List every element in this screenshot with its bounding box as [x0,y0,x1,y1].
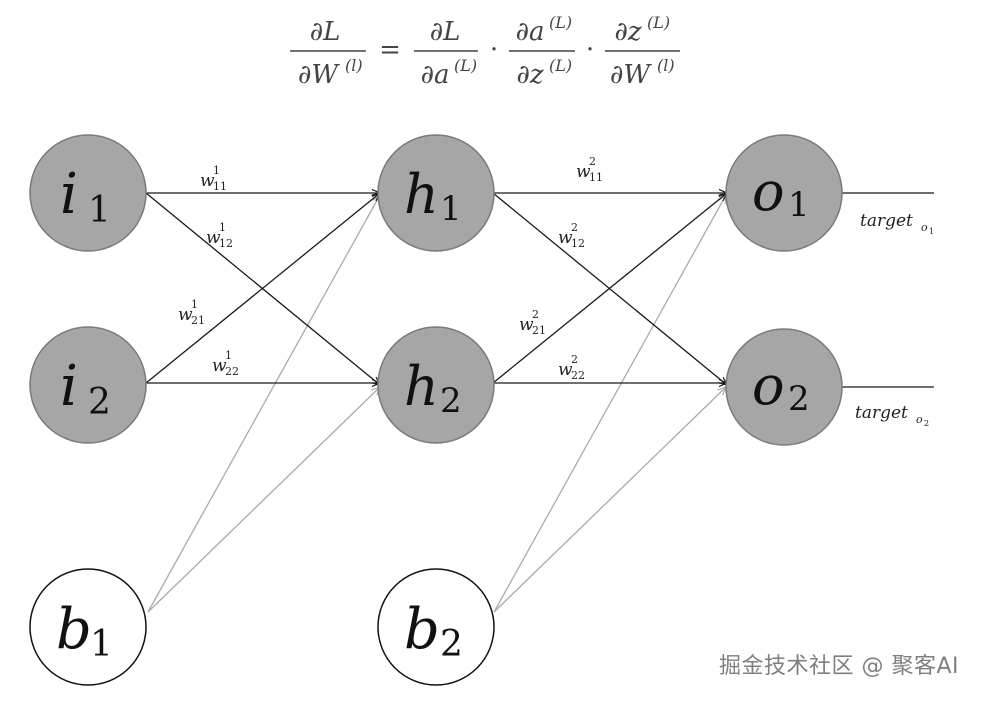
svg-text:1: 1 [90,624,113,665]
svg-text:i: i [60,354,78,419]
weight-label-w1-22: w 1 22 [212,349,239,378]
svg-text:h: h [404,163,439,226]
svg-text:b: b [404,597,440,662]
node-i2: i 2 [29,326,147,444]
formula-term2-denominator-sup: (L) [549,56,572,75]
svg-text:1: 1 [929,227,934,236]
svg-text:2: 2 [88,382,111,423]
edge-h1-o2 [492,192,727,385]
weight-label-w1-12: w 1 12 [206,221,233,250]
svg-text:2: 2 [571,221,578,234]
formula-lhs-denominator-sup: (l) [345,56,363,75]
svg-text:1: 1 [191,298,198,311]
edge-b1-h2 [147,387,380,613]
formula-term3-denominator: ∂W [610,60,652,90]
svg-text:12: 12 [571,237,585,250]
svg-text:w: w [558,228,573,248]
formula-equals: = [379,35,401,65]
target-labels: target o 1 target o 2 [855,211,934,428]
svg-text:b: b [56,597,92,662]
edge-b2-o2 [493,387,726,613]
weight-label-w2-22: w 2 22 [558,353,585,382]
formula-lhs-denominator: ∂W [298,60,340,90]
node-o1: o 1 [725,134,843,252]
formula-term1-denominator-sup: (L) [454,56,477,75]
svg-text:w: w [576,162,591,182]
svg-text:i: i [60,162,78,227]
target-label-o1: target o 1 [860,211,934,236]
edge-b1-h1 [147,195,380,613]
weight-label-w2-12: w 2 12 [558,221,585,250]
svg-text:target: target [860,211,913,231]
svg-text:22: 22 [571,369,585,382]
formula-term3-numerator-sup: (L) [647,13,670,32]
target-label-o2: target o 2 [855,403,929,428]
node-b1: b 1 [29,568,147,686]
svg-text:o: o [752,160,785,223]
nodes: i 1 i 2 b 1 h 1 h 2 b 2 o [29,134,843,686]
svg-text:2: 2 [571,353,578,366]
backprop-formula: ∂L ∂W (l) = ∂L ∂a (L) · ∂a (L) ∂z (L) · … [290,13,680,90]
svg-text:1: 1 [440,189,462,229]
svg-text:target: target [855,403,908,423]
svg-text:w: w [212,356,227,376]
weight-labels: w 1 11 w 1 12 w 1 21 w 1 22 w 2 11 w 2 1… [178,155,603,382]
node-h2: h 2 [377,326,495,444]
weight-label-w2-21: w 2 21 [519,308,546,337]
weight-edges [145,192,934,388]
weight-label-w2-11: w 2 11 [576,155,603,184]
formula-term3-denominator-sup: (l) [657,56,675,75]
svg-text:1: 1 [225,349,232,362]
svg-text:1: 1 [88,190,111,231]
svg-text:1: 1 [219,221,226,234]
svg-text:2: 2 [589,155,596,168]
formula-dot-2: · [586,35,594,65]
formula-term1-numerator: ∂L [430,17,461,47]
svg-text:21: 21 [191,314,205,327]
svg-text:o: o [921,221,928,234]
svg-text:o: o [916,413,923,426]
svg-text:2: 2 [532,308,539,321]
node-i1: i 1 [29,134,147,252]
svg-text:1: 1 [788,185,810,225]
svg-text:2: 2 [924,419,929,428]
svg-text:w: w [558,360,573,380]
svg-text:2: 2 [788,379,810,419]
formula-lhs-numerator: ∂L [310,17,341,47]
bias-edges [147,195,726,613]
svg-text:2: 2 [440,624,463,665]
watermark: 掘金技术社区 @ 聚客AI [718,654,959,679]
svg-text:11: 11 [213,180,227,193]
svg-text:w: w [178,305,193,325]
svg-text:11: 11 [589,171,603,184]
edge-h2-o1 [492,193,727,384]
svg-text:12: 12 [219,237,233,250]
formula-term2-numerator-sup: (L) [549,13,572,32]
node-b2: b 2 [377,568,495,686]
edge-i1-h2 [145,192,380,385]
svg-text:21: 21 [532,324,546,337]
weight-label-w1-11: w 1 11 [200,164,227,193]
svg-text:2: 2 [440,381,462,421]
svg-text:h: h [404,355,439,418]
svg-text:22: 22 [225,365,239,378]
edge-b2-o1 [493,195,726,613]
formula-dot-1: · [490,35,498,65]
svg-text:w: w [200,171,215,191]
svg-text:o: o [752,354,785,417]
node-h1: h 1 [377,134,495,252]
formula-term2-numerator: ∂a [516,17,545,47]
formula-term1-denominator: ∂a [421,60,450,90]
svg-text:w: w [206,228,221,248]
svg-text:1: 1 [213,164,220,177]
node-o2: o 2 [725,328,843,446]
svg-text:w: w [519,315,534,335]
formula-term3-numerator: ∂z [614,17,641,47]
weight-label-w1-21: w 1 21 [178,298,205,327]
formula-term2-denominator: ∂z [516,60,543,90]
edge-i2-h1 [145,193,380,384]
